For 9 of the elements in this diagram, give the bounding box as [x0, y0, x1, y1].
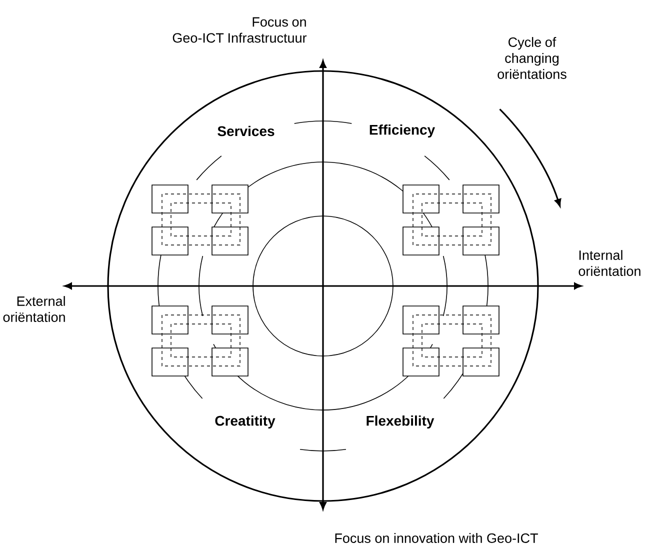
- axis-label: External oriëntation: [3, 296, 65, 322]
- quadrant-label: Creatitity: [215, 415, 276, 429]
- quadrant-label: Services: [218, 126, 274, 136]
- axis-label: Focus on innovation with Geo-ICT: [335, 533, 538, 543]
- axis-label: Internal oriëntation: [578, 250, 640, 276]
- cycle-label: Cycle of changing oriëntations: [498, 37, 566, 79]
- quadrant-label: Efficiency: [370, 124, 435, 138]
- axis-label: Focus on Geo-ICT Infrastructuur: [172, 17, 307, 43]
- quadrant-label: Flexebility: [366, 415, 434, 429]
